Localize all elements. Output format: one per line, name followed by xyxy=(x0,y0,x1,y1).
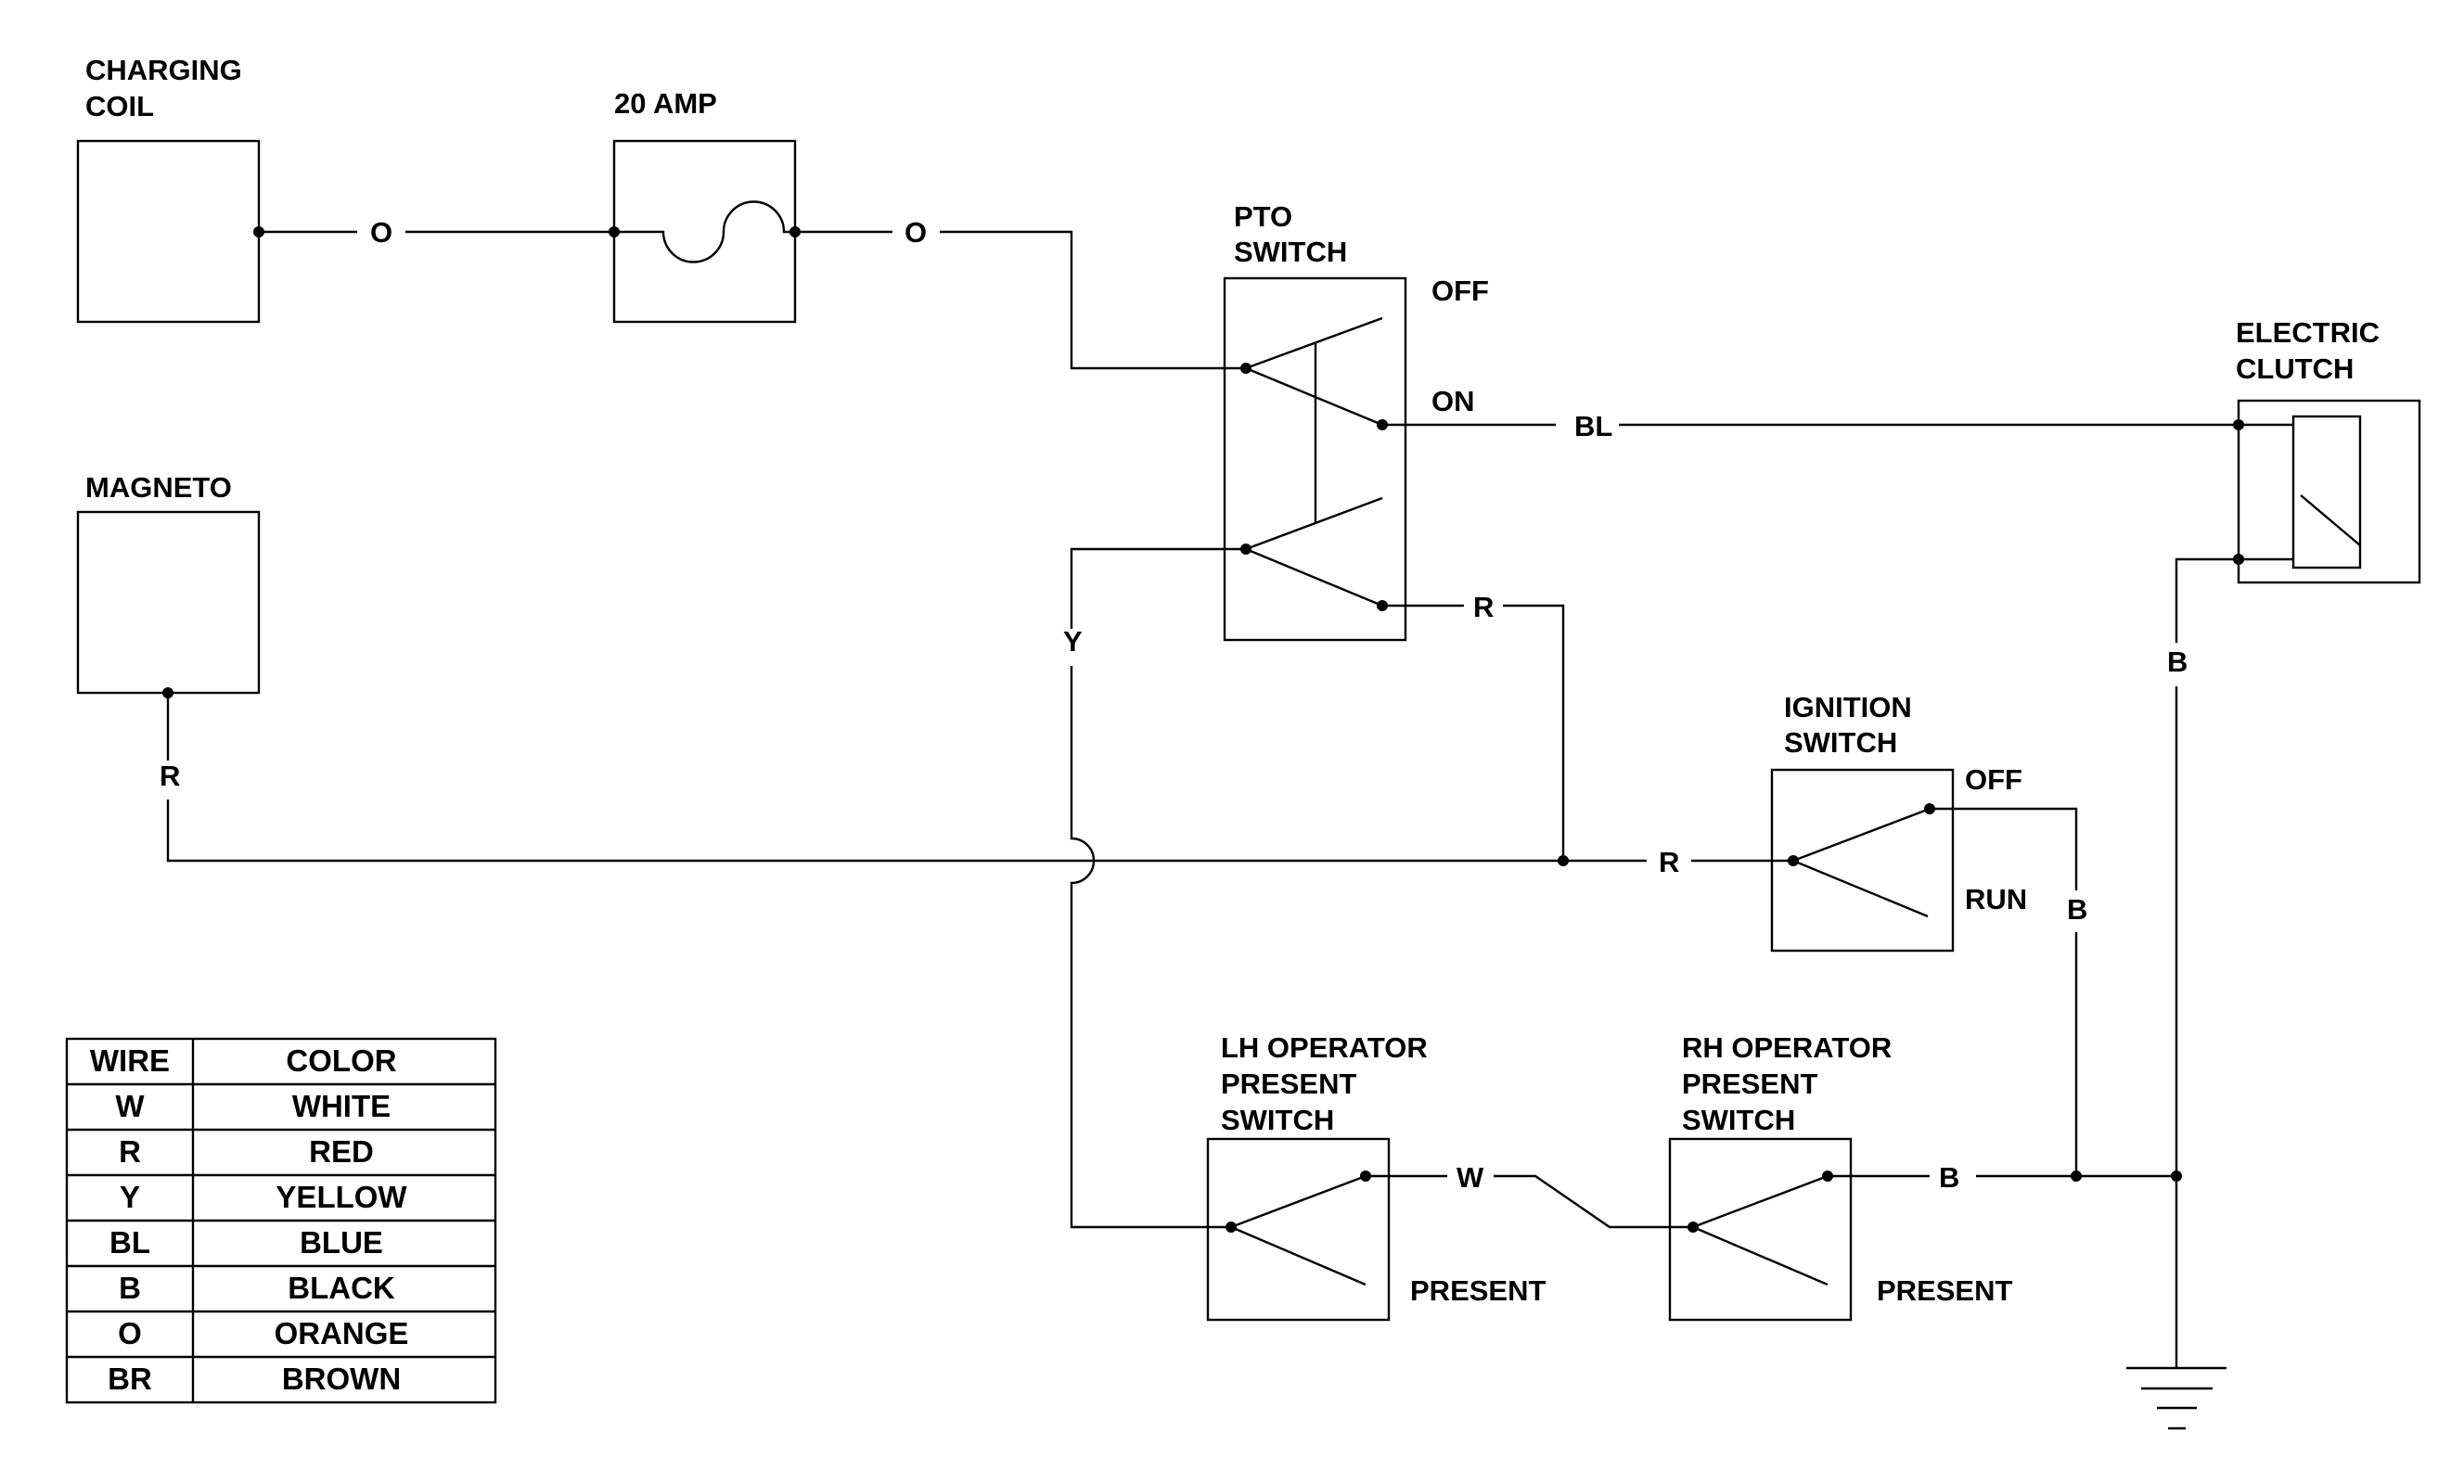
pto-switch-label-1: PTO xyxy=(1234,200,1292,233)
pto-switch-box xyxy=(1223,276,1407,642)
rh-operator-switch: RH OPERATOR PRESENT SWITCH PRESENT xyxy=(1668,1031,2012,1322)
lh-switch-label-1: LH OPERATOR xyxy=(1221,1031,1428,1064)
legend-row-color: BLUE xyxy=(300,1225,383,1260)
wire-magneto-b xyxy=(166,800,1647,863)
lh-switch-state-label: PRESENT xyxy=(1410,1274,1546,1307)
lh-switch-label-2: PRESENT xyxy=(1221,1068,1356,1100)
pto-switch: PTO SWITCH OFF ON xyxy=(1223,200,1489,642)
wire-lh-rh-b xyxy=(1494,1174,1693,1229)
legend-row-code: W xyxy=(115,1089,145,1123)
legend-row-code: B xyxy=(119,1271,141,1305)
ignition-run-label: RUN xyxy=(1965,883,2027,915)
wire-pto-r-b xyxy=(1503,604,1565,861)
legend-row-code: Y xyxy=(120,1180,140,1214)
wire-label-magneto: R xyxy=(160,760,180,792)
junction-r xyxy=(1558,855,1569,866)
magneto-box xyxy=(76,510,261,695)
wire-label-ign-out: B xyxy=(2067,893,2087,926)
charging-coil-label-1: CHARGING xyxy=(85,54,242,86)
electric-clutch-label-1: ELECTRIC xyxy=(2236,316,2380,349)
magneto: MAGNETO xyxy=(76,471,261,698)
fuse-terminal-in xyxy=(609,226,620,237)
rh-switch-blade xyxy=(1692,1225,1829,1286)
wire-label-lh-rh: W xyxy=(1457,1161,1484,1194)
lh-switch-common-terminal xyxy=(1226,1222,1237,1233)
ground-symbol xyxy=(2126,1366,2227,1430)
fuse: 20 AMP xyxy=(609,87,801,324)
electric-clutch-label-2: CLUTCH xyxy=(2236,352,2354,385)
wire-label-rh-out: B xyxy=(1939,1161,1959,1194)
wire-color-legend: WIRE COLOR W WHITE R RED Y YELLOW BL BLU… xyxy=(65,1037,497,1404)
electric-clutch: ELECTRIC CLUTCH xyxy=(2233,316,2421,584)
ignition-off-label: OFF xyxy=(1965,763,2022,796)
legend-row-color: BLACK xyxy=(288,1271,395,1305)
ignition-blade xyxy=(1792,859,1929,918)
ignition-common-terminal xyxy=(1788,855,1799,866)
rh-switch-contact xyxy=(1692,1174,1829,1229)
rh-switch-label-1: RH OPERATOR xyxy=(1682,1031,1892,1064)
rh-switch-common-terminal xyxy=(1688,1222,1699,1233)
charging-coil-box xyxy=(76,139,261,324)
legend-row-code: BR xyxy=(108,1362,152,1396)
legend-header-color: COLOR xyxy=(286,1043,396,1078)
electric-clutch-box xyxy=(2237,399,2421,584)
pto-upper-blade xyxy=(1245,366,1383,427)
wire-label-ign-in: R xyxy=(1659,846,1679,878)
rh-switch-box xyxy=(1668,1137,1853,1322)
legend-row-color: WHITE xyxy=(292,1089,391,1123)
rh-switch-state-label: PRESENT xyxy=(1877,1274,2012,1307)
lh-switch-blade xyxy=(1230,1225,1367,1286)
fuse-element xyxy=(614,200,795,263)
legend-row-code: R xyxy=(119,1134,141,1169)
wire-fuse-pto-b xyxy=(940,230,1246,370)
electric-clutch-terminal-1 xyxy=(2233,419,2244,430)
legend-row-color: RED xyxy=(309,1134,374,1169)
pto-upper-off-contact xyxy=(1245,316,1383,370)
legend-row-color: BROWN xyxy=(282,1362,401,1396)
pto-lower-blade xyxy=(1245,547,1383,608)
legend-row-code: O xyxy=(118,1316,142,1350)
electric-clutch-coil xyxy=(2291,415,2362,569)
lh-switch-label-3: SWITCH xyxy=(1221,1104,1334,1136)
wire-label-fuse-pto: O xyxy=(905,216,927,249)
wire-clutch-ground-a xyxy=(2175,557,2239,643)
pto-switch-on-label: ON xyxy=(1431,385,1475,417)
fuse-label: 20 AMP xyxy=(614,87,717,120)
wire-label-pto-y: Y xyxy=(1063,625,1083,658)
pto-switch-label-2: SWITCH xyxy=(1234,236,1347,268)
wire-label-pto-clutch: BL xyxy=(1574,410,1612,442)
electric-clutch-symbol xyxy=(2300,494,2361,546)
ignition-switch-label-1: IGNITION xyxy=(1784,691,1912,723)
legend-row-code: BL xyxy=(109,1225,150,1260)
pto-upper-common-terminal xyxy=(1240,363,1251,374)
junction-ign-ground xyxy=(2071,1171,2082,1182)
legend-row-color: ORANGE xyxy=(275,1316,409,1350)
charging-coil-label-2: COIL xyxy=(85,90,154,122)
junction-ground-bus xyxy=(2171,1171,2182,1182)
wire-label-pto-r: R xyxy=(1473,591,1494,623)
wire-pto-y-b xyxy=(1070,666,1231,1229)
wire-pto-y-a xyxy=(1070,547,1246,629)
legend-header-wire: WIRE xyxy=(90,1043,170,1078)
lh-switch-contact xyxy=(1230,1174,1367,1229)
magneto-label: MAGNETO xyxy=(85,471,232,504)
wire-ign-out-a xyxy=(1930,807,2078,890)
lh-switch-box xyxy=(1206,1137,1391,1322)
lh-operator-switch: LH OPERATOR PRESENT SWITCH PRESENT xyxy=(1206,1031,1546,1322)
charging-coil: CHARGING COIL xyxy=(76,54,264,324)
wire-label-clutch-ground: B xyxy=(2167,646,2188,678)
wire-label-coil-fuse: O xyxy=(370,216,392,249)
ignition-off-contact xyxy=(1792,807,1931,863)
rh-switch-label-2: PRESENT xyxy=(1682,1068,1817,1100)
ignition-switch-box xyxy=(1770,768,1955,953)
pto-lower-off-contact xyxy=(1245,496,1383,551)
ignition-switch-label-2: SWITCH xyxy=(1784,726,1897,759)
ignition-switch: IGNITION SWITCH OFF RUN xyxy=(1770,691,2027,953)
pto-switch-off-label: OFF xyxy=(1431,275,1489,307)
legend-row-color: YELLOW xyxy=(276,1180,407,1214)
rh-switch-label-3: SWITCH xyxy=(1682,1104,1795,1136)
